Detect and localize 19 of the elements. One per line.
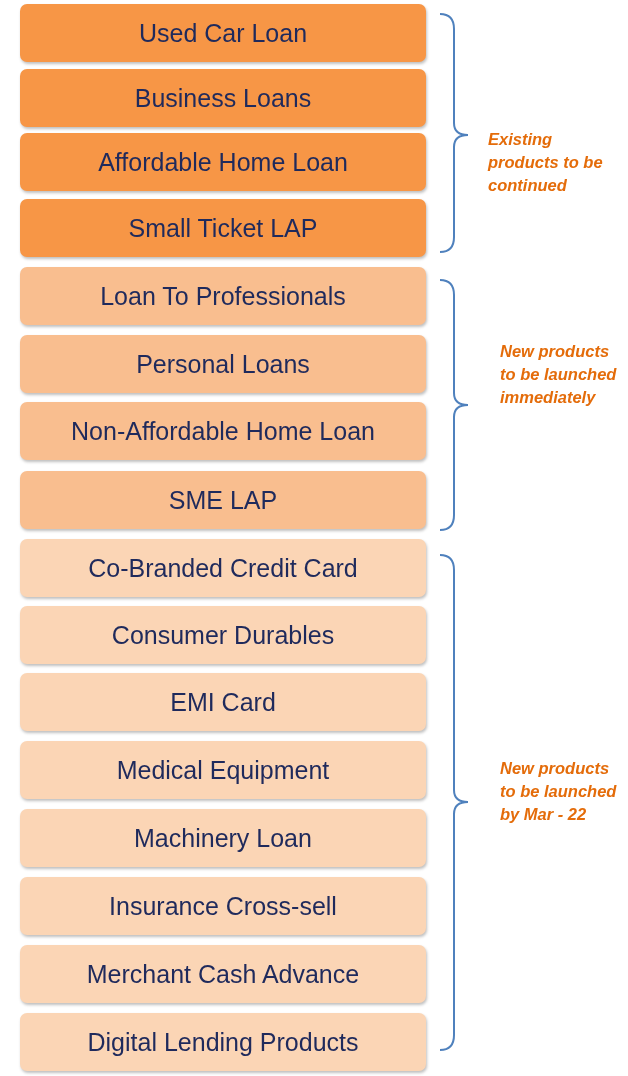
product-box: EMI Card <box>20 673 426 731</box>
product-box: Digital Lending Products <box>20 1013 426 1071</box>
product-box: Merchant Cash Advance <box>20 945 426 1003</box>
group-note: Existing products to be continued <box>488 129 604 196</box>
product-box: Loan To Professionals <box>20 267 426 325</box>
product-box: Insurance Cross-sell <box>20 877 426 935</box>
product-box: Personal Loans <box>20 335 426 393</box>
group-note: New products to be launched immediately <box>500 341 618 408</box>
group-note: New products to be launched by Mar - 22 <box>500 758 618 825</box>
product-box: SME LAP <box>20 471 426 529</box>
product-box: Small Ticket LAP <box>20 199 426 257</box>
product-box: Business Loans <box>20 69 426 127</box>
product-box: Used Car Loan <box>20 4 426 62</box>
product-box: Affordable Home Loan <box>20 133 426 191</box>
product-box: Machinery Loan <box>20 809 426 867</box>
product-box: Medical Equipment <box>20 741 426 799</box>
product-box: Consumer Durables <box>20 606 426 664</box>
product-box: Co-Branded Credit Card <box>20 539 426 597</box>
product-box: Non-Affordable Home Loan <box>20 402 426 460</box>
